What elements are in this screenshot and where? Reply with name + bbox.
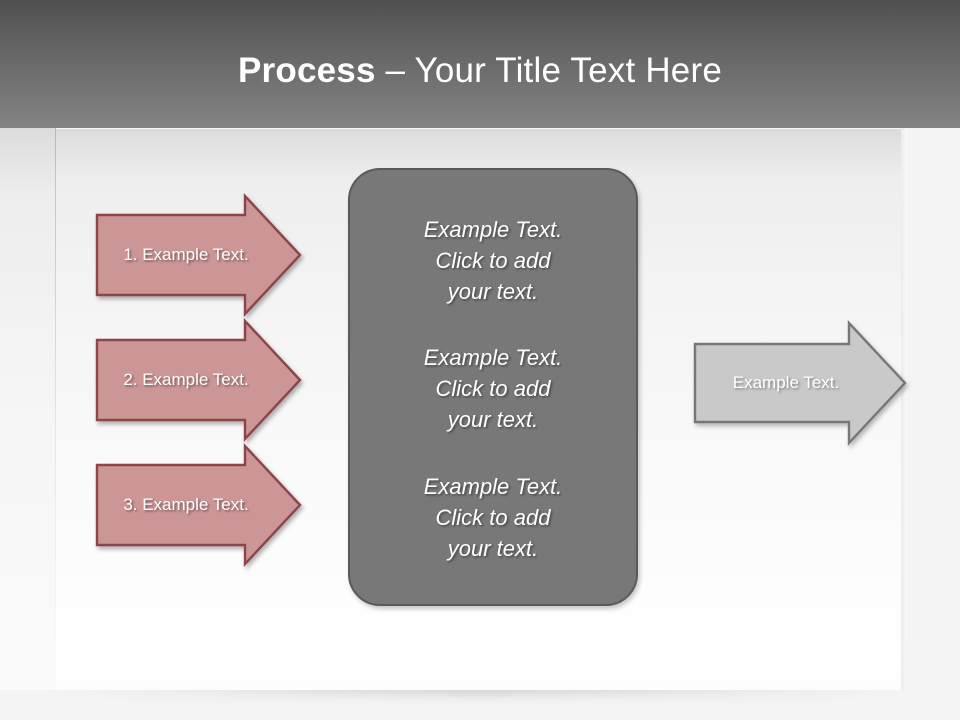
process-step-arrow-2[interactable]: 2. Example Text. — [95, 317, 302, 443]
page-title: Process – Your Title Text Here — [0, 50, 960, 92]
center-content-panel[interactable]: Example Text. Click to add your text. Ex… — [348, 168, 638, 606]
page-title-bold: Process — [238, 51, 376, 90]
slide-header-band: Process – Your Title Text Here — [0, 0, 960, 128]
process-step-arrow-1[interactable]: 1. Example Text. — [95, 192, 302, 318]
page-title-rest: – Your Title Text Here — [375, 51, 722, 90]
center-text-block-3[interactable]: Example Text. Click to add your text. — [423, 474, 563, 562]
arrow-right-shape-icon — [95, 317, 302, 443]
arrow-right-shape-icon — [95, 442, 302, 568]
center-text-block-2[interactable]: Example Text. Click to add your text. — [423, 345, 563, 433]
paper-right-edge — [901, 128, 907, 690]
arrow-right-shape-icon — [693, 319, 907, 447]
paper-edge-line — [55, 128, 56, 690]
process-result-arrow[interactable]: Example Text. — [693, 319, 907, 447]
paper-left-fold — [0, 128, 58, 690]
arrow-right-shape-icon — [95, 192, 302, 318]
process-step-arrow-3[interactable]: 3. Example Text. — [95, 442, 302, 568]
center-text-block-1[interactable]: Example Text. Click to add your text. — [423, 216, 563, 304]
